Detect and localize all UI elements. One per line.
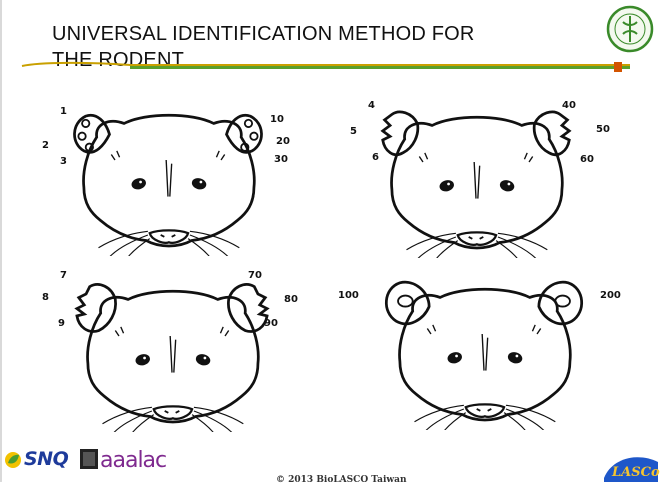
aaalac-mark-icon (80, 449, 98, 469)
copyright-text: © 2013 BioLASCO Taiwan (276, 475, 407, 485)
lasco-text: LASCo (611, 465, 660, 480)
aaalac-logo-text: aaalac (100, 448, 166, 473)
snq-leaf-icon (4, 451, 22, 469)
label-200: 200 (600, 290, 621, 301)
snq-logo-text: SNQ (24, 448, 68, 470)
label-100: 100 (338, 290, 359, 301)
lasco-logo: LASCo (598, 448, 662, 484)
